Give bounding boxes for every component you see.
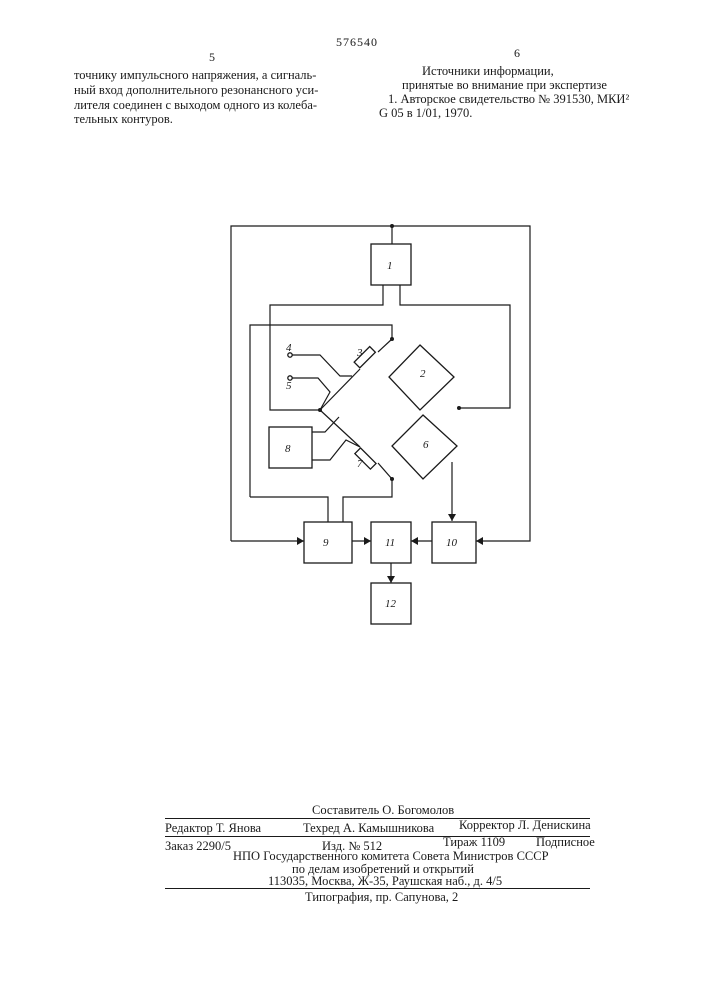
- footer-rule-mid: [165, 836, 590, 837]
- arrow-b9-b11: [364, 537, 371, 545]
- arrow-b11-b12: [387, 576, 395, 583]
- wire-r7: [320, 410, 360, 447]
- footer-org-line-1: НПО Государственного комитета Совета Мин…: [233, 849, 549, 863]
- label-block-6: 6: [423, 439, 429, 451]
- wire-r3-to-top: [378, 339, 392, 352]
- footer-rule-bottom: [165, 888, 590, 889]
- footer-printing: Типография, пр. Сапунова, 2: [305, 890, 458, 904]
- label-block-11: 11: [385, 537, 395, 549]
- label-block-1: 1: [387, 260, 393, 272]
- wire-bottom-node-to-b9: [343, 479, 392, 522]
- label-block-10: 10: [446, 537, 458, 549]
- arrow-b6-b10: [448, 514, 456, 521]
- arrow-b10-b11: [411, 537, 418, 545]
- wire-terminal-4: [292, 355, 352, 376]
- junction-right: [457, 406, 461, 410]
- footer-subscription: Подписное: [536, 835, 595, 849]
- wire-b8-bottom: [312, 440, 360, 460]
- footer-corrector: Корректор Л. Денискина: [459, 818, 591, 832]
- label-block-9: 9: [323, 537, 329, 549]
- arrow-to-b9: [297, 537, 304, 545]
- junction-bottom: [390, 477, 394, 481]
- label-terminal-5: 5: [286, 380, 292, 392]
- footer-techred: Техред А. Камышникова: [303, 821, 434, 835]
- arrow-to-b10: [476, 537, 483, 545]
- label-block-8: 8: [285, 443, 291, 455]
- wire-left-to-b9: [250, 497, 328, 522]
- wire-r7-to-bottom: [378, 463, 392, 479]
- junction-left: [318, 408, 322, 412]
- footer-compiler: Составитель О. Богомолов: [312, 803, 454, 817]
- junction-top: [390, 224, 394, 228]
- label-block-2: 2: [420, 368, 426, 380]
- footer-editor: Редактор Т. Янова: [165, 821, 261, 835]
- block-8: [269, 427, 312, 468]
- footer-circulation: Тираж 1109: [443, 835, 505, 849]
- label-terminal-4: 4: [286, 342, 292, 354]
- label-resistor-7: 7: [357, 458, 363, 470]
- label-resistor-3: 3: [356, 347, 363, 359]
- junction-upper: [390, 337, 394, 341]
- label-block-12: 12: [385, 598, 397, 610]
- footer-order: Заказ 2290/5: [165, 839, 231, 853]
- footer-address: 113035, Москва, Ж-35, Раушская наб., д. …: [268, 874, 502, 888]
